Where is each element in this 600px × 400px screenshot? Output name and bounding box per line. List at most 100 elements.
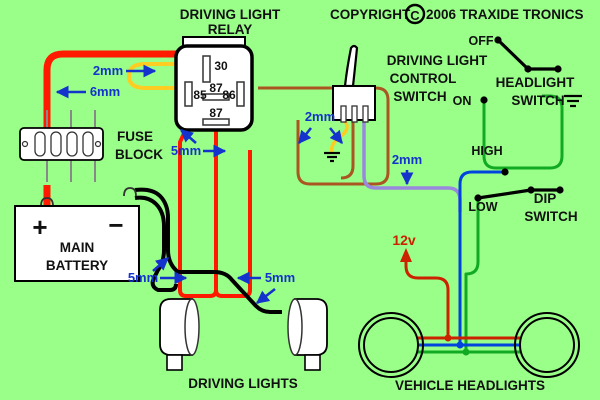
relay-terminal-30 (202, 55, 211, 83)
relay-terminal-87-upper (202, 93, 230, 101)
fuse-block-label-line1: FUSE (117, 129, 153, 144)
fuse-slot-1[interactable] (34, 131, 46, 157)
fuse-slot-4[interactable] (82, 131, 94, 157)
control-switch-title-line3: SWITCH (393, 89, 446, 104)
gauge-label-battery-feed-6mm: 6mm (90, 84, 120, 99)
relay-label-30: 30 (214, 59, 228, 73)
driving-lights-label: DRIVING LIGHTS (188, 376, 298, 391)
vehicle-headlight-right-lens (519, 317, 575, 373)
battery-body (14, 205, 140, 282)
copyright-icon (404, 3, 426, 25)
dip-switch-label-high: HIGH (471, 144, 502, 158)
relay-title-line2: RELAY (208, 22, 253, 37)
gauge-arrow-switch-b (328, 127, 344, 145)
headlight-switch-title-line1: HEADLIGHT (496, 75, 575, 90)
battery-positive-symbol: + (32, 212, 47, 242)
headlight-switch-terminal-on[interactable] (480, 96, 488, 104)
vehicle-headlight-left[interactable] (358, 312, 424, 378)
wire-yellow-relay-coil (127, 62, 205, 90)
relay-label-87-upper: 87 (209, 81, 223, 95)
main-battery[interactable]: + − MAIN BATTERY (14, 187, 140, 282)
fuse-slot-2[interactable] (50, 131, 62, 157)
gauge-label-driving-left-5mm: 5mm (128, 270, 158, 285)
relay-terminal-87-lower (202, 118, 230, 126)
fuse-block-mount-hole-left (21, 140, 29, 148)
vehicle-headlight-right-rim (514, 312, 580, 378)
dip-switch[interactable] (474, 168, 564, 202)
vehicle-headlight-left-rim (358, 312, 424, 378)
headlight-switch-blade-upper[interactable] (496, 38, 530, 71)
control-switch-pin-3 (362, 105, 369, 123)
fuse-block-mount-hole-right (94, 140, 102, 148)
control-switch-pin-2 (351, 105, 358, 123)
copyright-notice: COPYRIGHT C 2006 TRAXIDE TRONICS (330, 3, 584, 25)
gauge-arrow-driving-right-b (255, 287, 276, 305)
wire-red-headlight-supply (404, 252, 450, 338)
copyright-prefix: COPYRIGHT (330, 7, 411, 22)
battery-negative-post (123, 187, 137, 197)
driving-light-right-bracket (304, 354, 321, 371)
driving-light-relay[interactable]: 30 85 87 86 87 (174, 36, 254, 132)
driving-light-left-lens (184, 298, 200, 356)
fuse-slot-3[interactable] (66, 131, 78, 157)
wire-blue-high-beam (458, 170, 505, 345)
relay-terminal-86 (236, 81, 245, 107)
headlight-switch[interactable] (480, 36, 562, 104)
driving-light-left[interactable] (159, 298, 200, 371)
gauge-arrow-driving-left-a (152, 257, 169, 272)
headlight-switch-label-off: OFF (469, 34, 494, 48)
headlight-switch-title-line2: SWITCH (511, 93, 564, 108)
wire-brown-switch-feed (340, 120, 355, 180)
vehicle-headlight-right[interactable] (514, 312, 580, 378)
control-switch-pin-1 (340, 105, 347, 123)
relay-body (174, 44, 254, 132)
battery-positive-post (40, 197, 54, 207)
vehicle-headlights-label: VEHICLE HEADLIGHTS (395, 378, 545, 393)
wire-brown-relay-trigger (258, 86, 390, 186)
switch-toggle-lever[interactable] (343, 44, 359, 88)
dip-switch-terminal-high[interactable] (501, 168, 509, 176)
headlight-switch-label-on: ON (453, 94, 472, 108)
junction-dot-green (462, 348, 470, 356)
fuse-block[interactable] (19, 110, 104, 182)
gauge-arrow-relay-out-a (180, 129, 197, 144)
battery-label-line2: BATTERY (46, 258, 108, 273)
fuse-block-label-line2: BLOCK (115, 147, 163, 162)
junction-dot-red (444, 334, 452, 342)
driving-light-right-lens (287, 298, 303, 356)
battery-label-line1: MAIN (60, 240, 95, 255)
dip-switch-label-low: LOW (468, 200, 497, 214)
supply-12v-arrow (400, 248, 412, 262)
gauge-label-purple-2mm: 2mm (392, 152, 422, 167)
gauge-arrow-switch-a (297, 127, 313, 145)
copyright-text: 2006 TRAXIDE TRONICS (426, 7, 584, 22)
wire-green-low-beam (464, 198, 480, 352)
wire-green-headlight-supply (482, 94, 564, 170)
driving-light-left-bracket (166, 354, 183, 371)
control-switch-title-line2: CONTROL (390, 71, 457, 86)
dip-switch-title-line1: DIP (534, 191, 557, 206)
driving-light-right[interactable] (287, 298, 328, 371)
gauge-label-driving-right-5mm: 5mm (265, 270, 295, 285)
gauge-label-relay-out-5mm: 5mm (171, 143, 201, 158)
junction-dot-blue (456, 341, 464, 349)
supply-12v-label: 12v (392, 232, 416, 248)
ground-symbol-control-switch (324, 151, 340, 163)
vehicle-headlight-left-lens (363, 317, 419, 373)
gauge-label-switch-2mm: 2mm (305, 109, 335, 124)
ground-symbol-headlight-switch (564, 94, 582, 108)
copyright-symbol-letter: C (410, 8, 420, 23)
battery-negative-symbol: − (108, 210, 123, 240)
relay-label-87-lower: 87 (209, 106, 223, 120)
control-switch-title-line1: DRIVING LIGHT (387, 53, 488, 68)
wire-red-driving-light-branch (214, 150, 252, 298)
headlight-bus-wires (418, 334, 520, 356)
driving-light-control-switch[interactable] (332, 44, 376, 123)
dip-switch-title-line2: SWITCH (524, 209, 577, 224)
dip-switch-blade-low[interactable] (477, 188, 532, 200)
relay-label-86: 86 (222, 88, 236, 102)
relay-terminal-85 (184, 81, 193, 107)
gauge-label-relay-feed-2mm: 2mm (93, 63, 123, 78)
relay-title-line1: DRIVING LIGHT (180, 7, 281, 22)
